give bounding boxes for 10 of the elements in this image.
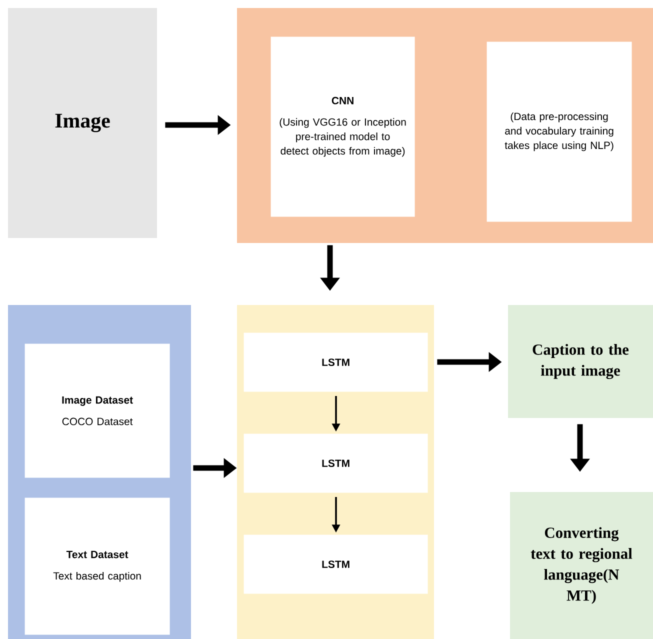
output-box: Caption to the input image bbox=[508, 305, 653, 418]
process-box: LSTM bbox=[244, 434, 428, 493]
process-box: LSTM bbox=[244, 534, 428, 594]
process-box: Image Dataset COCO Dataset bbox=[24, 344, 170, 478]
process-box: (Data pre-processing and vocabulary training takes place using NLP) bbox=[486, 42, 632, 222]
process-box: Text Dataset Text based caption bbox=[24, 498, 170, 635]
output-box: Converting text to regional language(N MT) bbox=[510, 492, 653, 639]
process-box: LSTM bbox=[244, 332, 428, 392]
process-box: CNN (Using VGG16 or Inception pre-trained model to detect objects from image) bbox=[270, 36, 415, 217]
process-box: Image bbox=[8, 8, 157, 238]
